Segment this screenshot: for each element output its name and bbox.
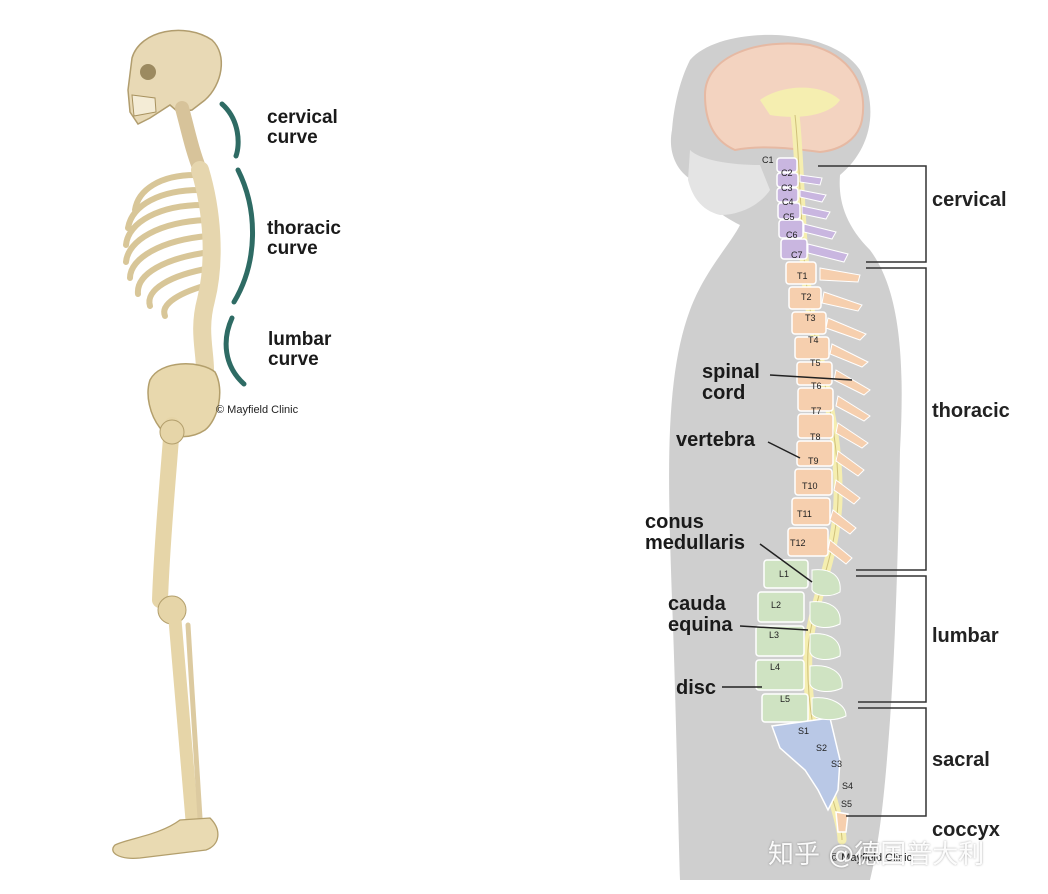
face (688, 150, 770, 215)
vertebra-label-C3: C3 (781, 183, 793, 193)
cervical-curve-label: cervical curve (267, 108, 338, 148)
leader-lines (722, 374, 853, 688)
vertebra-label-T2: T2 (801, 292, 812, 302)
vertebra-label-C5: C5 (783, 212, 795, 222)
region-brackets (818, 165, 927, 817)
vertebra-label-S4: S4 (842, 781, 854, 791)
thoracic-curve-marker (231, 167, 255, 305)
conus-medullaris-label: conus medullaris (645, 512, 745, 554)
right-credit: © Mayfield Clinic (830, 852, 913, 864)
vertebra-label-C7: C7 (791, 250, 803, 260)
vertebra-label-S5: S5 (841, 799, 853, 809)
spinal-cord-label-line1: spinal (702, 361, 760, 383)
vertebra-label-T9: T9 (808, 456, 819, 466)
vertebra-label-C4: C4 (782, 197, 794, 207)
thoracic-curve-line2: curve (267, 237, 318, 259)
vertebra-label: vertebra (676, 430, 755, 451)
cauda-equina-label-line2: equina (668, 614, 733, 636)
disc-label: disc (676, 678, 716, 699)
region-label-coccyx: coccyx (932, 819, 1000, 841)
vertebra-label-T5: T5 (810, 358, 821, 368)
vertebra-label-C1: C1 (762, 155, 774, 165)
spinal-cord-label: spinal cord (702, 362, 760, 404)
vertebra-label-S1: S1 (798, 726, 810, 736)
vertebra-label-S2: S2 (816, 743, 828, 753)
thoracic-curve-label: thoracic curve (267, 219, 341, 259)
lumbar-curve-marker (223, 315, 247, 387)
vertebra-label-S3: S3 (831, 759, 843, 769)
vertebra-label-T4: T4 (808, 335, 819, 345)
cervical-curve-marker (219, 101, 241, 159)
vertebra-column (755, 157, 849, 833)
vertebra-label-C6: C6 (786, 230, 798, 240)
disc-label-line1: disc (676, 677, 717, 699)
ribcage (123, 172, 214, 319)
vertebra-label-T11: T11 (797, 509, 812, 519)
lumbar-curve-line1: lumbar (268, 329, 332, 350)
vertebra-label-line1: vertebra (676, 429, 755, 451)
vertebra-label-T3: T3 (805, 313, 816, 323)
vertebra-label-L1: L1 (779, 569, 790, 579)
vertebra-label-L5: L5 (780, 694, 791, 704)
left-credit: © Mayfield Clinic (216, 404, 299, 416)
thoracic-curve-line1: thoracic (267, 218, 341, 239)
lumbar-curve-label: lumbar curve (268, 330, 331, 370)
foot (112, 817, 219, 859)
pelvis (147, 363, 221, 438)
cauda-equina-label-line1: cauda (668, 593, 726, 615)
vertebra-label-T6: T6 (811, 381, 822, 391)
vertebra-label-T12: T12 (790, 538, 806, 548)
region-label-sacral: sacral (932, 749, 990, 771)
watermark: 知乎 @德国普大利 (768, 840, 985, 870)
vertebra-label-T10: T10 (802, 481, 818, 491)
vertebra-label-C2: C2 (781, 168, 793, 178)
conus-medullaris-label-line2: medullaris (645, 532, 746, 554)
cervical-curve-line1: cervical (267, 107, 338, 128)
vertebra-label-T1: T1 (797, 271, 808, 281)
vertebra-label-L3: L3 (769, 630, 780, 640)
region-label-cervical: cervical (932, 189, 1007, 211)
vertebra-label-T8: T8 (810, 432, 821, 442)
body-silhouette (669, 34, 902, 880)
lumbar-curve-line2: curve (268, 348, 319, 370)
vertebra-label-L2: L2 (771, 600, 782, 610)
region-label-thoracic: thoracic (932, 400, 1010, 422)
conus-medullaris-label-line1: conus (645, 511, 704, 533)
region-label-lumbar: lumbar (932, 625, 999, 647)
cauda-equina-label: cauda equina (668, 594, 732, 636)
vertebra-label-L4: L4 (770, 662, 781, 672)
cervical-curve-line2: curve (267, 126, 318, 148)
spinal-cord-label-line2: cord (702, 382, 746, 404)
vertebra-label-T7: T7 (811, 406, 822, 416)
